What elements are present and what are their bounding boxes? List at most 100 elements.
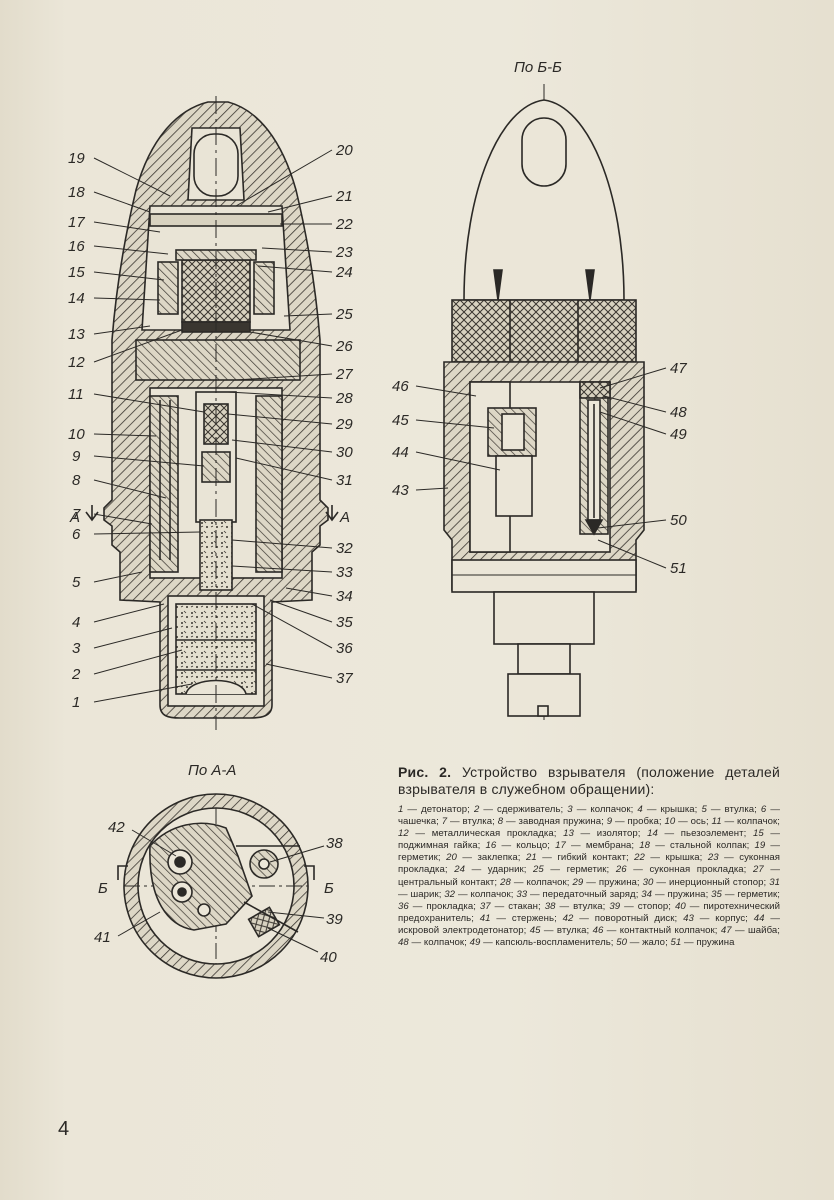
legend-text: — крышка; [644,852,708,864]
legend-entry: 27 — центральный контакт; [398,864,780,887]
aa-rotary-disc [149,822,253,931]
label-20: 20 [335,142,353,159]
legend-number: 9 [606,816,613,828]
legend-entry: 12 — металлическая прокладка; [398,828,563,839]
label-44: 44 [392,444,409,461]
legend-entry: 22 — крышка; [634,852,708,863]
label-37: 37 [336,670,353,687]
legend-entry: 5 — втулка; [701,804,760,815]
legend-number: 29 [572,876,584,888]
legend-number: 48 [398,937,409,949]
legend-number: 24 [454,864,465,876]
caption-title: Рис. 2. Устройство взрывателя (положение… [398,764,780,797]
left-part-labels: 19 18 17 16 15 14 13 12 11 10 9 8 7 6 5 … [68,150,205,711]
label-48: 48 [670,404,687,421]
legend-entry: 6 — чашечка; [398,804,780,827]
label-35: 35 [336,614,353,631]
legend-entry: 7 — втулка; [442,816,498,827]
legend-entry: 16 — кольцо; [486,840,556,851]
legend-text: — гибкий контакт; [536,852,635,864]
legend-text: — стальной колпак; [650,840,755,852]
legend-entry: 24 — ударник; [454,864,533,875]
label-49: 49 [670,426,687,443]
label-17: 17 [68,214,85,231]
legend-number: 19 [754,840,766,852]
label-47: 47 [670,360,687,377]
legend-text: — шарик; [398,888,445,900]
legend-entry: 48 — колпачок; [398,937,470,948]
legend-number: 16 [485,840,497,852]
label-36: 36 [336,640,353,657]
legend-text: — поджимная гайка; [398,828,780,852]
label-6: 6 [72,526,81,543]
legend-entry: 31 — шарик; [398,877,780,900]
legend-number: 49 [469,937,481,949]
legend-entry: 45 — втулка; [530,925,593,936]
legend-entry: 51 — пружина [671,937,735,948]
legend-text: — поворотный диск; [573,912,684,924]
label-33: 33 [336,564,353,581]
legend-entry: 19 — герметик; [398,840,780,863]
legend-number: 5 [701,804,707,815]
label-23: 23 [335,244,353,261]
legend-text: — пьезоэлемент; [657,828,753,840]
legend-number: 2 [473,804,480,815]
legend-text: — инерционный стопор; [653,876,770,888]
legend-text: — суконная прокладка; [626,864,753,876]
label-34: 34 [336,588,353,605]
legend-text: — крышка; [642,804,702,815]
label-41: 41 [94,929,111,946]
legend-text: — ударник; [464,864,534,876]
legend-text: — передаточный заряд; [527,888,642,900]
legend-entry: 25 — герметик; [533,864,616,875]
legend-entry: 40 — пиротехнический предохранитель; [398,901,780,924]
legend-entry: 20 — заклепка; [446,852,526,863]
label-25: 25 [335,306,353,323]
legend-number: 41 [479,912,491,924]
legend-text: — пружина; [583,876,643,888]
legend-entry: 13 — изолятор; [563,828,647,839]
legend-number: 11 [711,816,722,828]
legend-text: — герметик; [721,888,780,900]
legend-text: — жало; [627,937,671,949]
legend-number: 45 [529,924,541,936]
legend-entry: 36 — прокладка; [398,901,480,912]
legend-entry: 4 — крышка; [637,804,701,815]
legend-entry: 49 — капсюль-воспламенитель; [470,937,617,948]
legend-number: 39 [609,900,621,912]
section-b-right: Б [324,880,334,897]
legend-number: 28 [500,876,511,888]
legend-text: — контактный колпачок; [603,924,721,936]
label-46: 46 [392,378,409,395]
legend-text: — втулка; [447,816,498,828]
legend-text: — втулка; [555,900,610,912]
legend-entry: 34 — пружина; [641,889,711,900]
label-32: 32 [336,540,353,557]
label-18: 18 [68,184,85,201]
legend-entry: 26 — суконная прокладка; [616,864,753,875]
legend-text: — колпачок; [408,937,470,949]
legend-entry: 46 — контактный колпачок; [593,925,721,936]
legend-text: — чашечка; [398,804,780,828]
legend-entry: 38 — втулка; [545,901,610,912]
label-22: 22 [335,216,353,233]
legend-number: 26 [615,864,627,876]
legend-text: — центральный контакт; [398,864,780,888]
legend-text: — прокладка; [408,900,480,912]
label-7: 7 [72,506,81,523]
legend-number: 6 [760,804,767,815]
legend-number: 40 [674,900,686,912]
legend-text: — стакан; [490,900,545,912]
legend-number: 20 [446,852,457,864]
legend-number: 51 [670,937,682,949]
legend-entry: 32 — колпачок; [444,889,516,900]
legend-entry: 33 — передаточный заряд; [516,889,641,900]
label-12: 12 [68,354,85,371]
label-9: 9 [72,448,81,465]
legend-entry: 1 — детонатор; [398,804,474,815]
label-26: 26 [335,338,353,355]
legend-text: — пиротехнический предохранитель; [398,900,780,924]
legend-entry: 44 — искровой электродетонатор; [398,913,780,936]
legend-number: 15 [752,828,764,840]
legend-text: — колпачок; [510,876,573,888]
